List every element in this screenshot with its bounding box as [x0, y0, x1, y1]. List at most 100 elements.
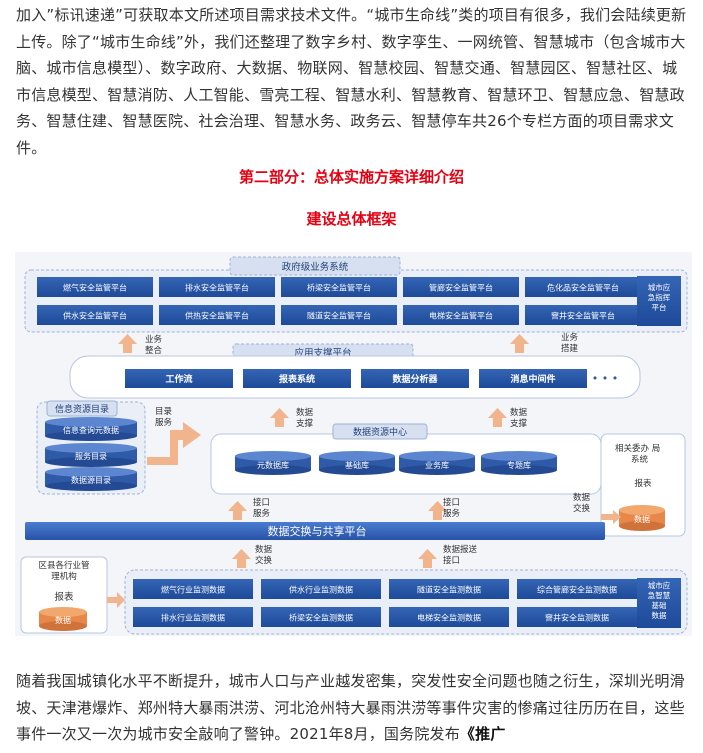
monitor-side-label: 城市应急智慧基础数据: [648, 580, 671, 620]
gov-system-title: 政府级业务系统: [282, 261, 349, 273]
related-report: 报表: [634, 478, 652, 489]
data-center-title: 数据资源中心: [353, 426, 407, 438]
gov-platform-box: [525, 305, 641, 325]
gov-platform-label: 燃气安全监管平台: [63, 283, 127, 293]
monitor-data-label: 隧道安全监测数据: [417, 585, 481, 595]
monitor-data-label: 窨井安全监测数据: [545, 613, 609, 623]
district-db-label: 数据: [55, 615, 71, 625]
gov-platform-box: [403, 305, 519, 325]
bottom-paragraph: 随着我国城镇化水平不断提升，城市人口与产业越发密集，突发性安全问题也随之衍生，深…: [16, 668, 692, 748]
gov-platform-label: 排水安全监管平台: [185, 283, 249, 293]
gov-platform-box: [525, 277, 641, 297]
catalog-item-label: 信息查询元数据: [63, 425, 119, 435]
arrow-up-icon: [270, 408, 289, 427]
app-item-label: 报表系统: [279, 373, 315, 385]
arrow-right-icon: [107, 592, 125, 608]
data-report-interface-label: 数据报送接口: [443, 544, 478, 566]
app-item-box: [125, 369, 233, 388]
business-build-label: 业务搭建: [561, 332, 579, 354]
monitor-data-label: 排水行业监测数据: [161, 613, 225, 623]
data-center-db-icon: [481, 451, 557, 475]
monitor-data-label: 燃气行业监测数据: [161, 585, 225, 595]
arrow-up-icon: [428, 501, 447, 520]
data-support-left-label: 数据支撑: [296, 407, 314, 429]
monitor-data-box: [389, 607, 509, 627]
data-center-item-label: 元数据库: [257, 460, 289, 470]
monitor-data-box: [517, 607, 637, 627]
framework-diagram: 政府级业务系统 燃气安全监管平台 排水安全监管平台 桥梁安全监管平台 管廊安全监管平台…: [15, 252, 692, 636]
gov-platform-label: 窨井安全监管平台: [551, 311, 615, 321]
gov-platform-box: [281, 277, 397, 297]
gov-platform-label: 桥梁安全监管平台: [307, 283, 371, 293]
arrow-up-icon: [232, 549, 251, 568]
data-exchange-right-label: 数据交换: [573, 492, 591, 514]
monitor-data-box: [261, 579, 381, 599]
monitor-data-label: 综合管廊安全监测数据: [537, 585, 617, 595]
arrow-up-icon: [510, 334, 529, 353]
gov-platform-label: 危化品安全监管平台: [547, 283, 619, 293]
monitor-data-box: [261, 607, 381, 627]
more-dots-icon: • • •: [592, 372, 618, 385]
data-center-db-icon: [235, 451, 311, 475]
bottom-paragraph-text: 随着我国城镇化水平不断提升，城市人口与产业越发密集，突发性安全问题也随之衍生，深…: [16, 672, 685, 743]
exchange-platform-title: 数据交换与共享平台: [268, 524, 367, 538]
monitor-data-label: 供水行业监测数据: [289, 585, 353, 595]
gov-platform-box: [159, 305, 275, 325]
data-center-db-icon: [399, 451, 475, 475]
gov-platform-box: [37, 277, 153, 297]
arrow-up-icon: [488, 408, 507, 427]
app-item-box: [479, 369, 587, 388]
monitor-data-box: [517, 579, 637, 599]
data-center-item-label: 专题库: [507, 460, 531, 470]
gov-platform-label: 管廊安全监管平台: [429, 283, 493, 293]
related-title: 相关委办 局系统: [615, 443, 660, 465]
gov-platform-label: 隧道安全监管平台: [307, 311, 371, 321]
monitor-data-label: 桥梁安全监测数据: [289, 613, 353, 623]
business-integration-label: 业务整合: [145, 334, 163, 356]
data-exchange-left-label: 数据交换: [255, 544, 273, 566]
catalog-db-icon: [45, 417, 137, 441]
data-center-item-label: 基础库: [345, 460, 369, 470]
data-support-right-label: 数据支撑: [510, 407, 528, 429]
monitor-data-box: [133, 579, 253, 599]
catalog-db-icon: [45, 467, 137, 491]
app-item-label: 消息中间件: [510, 373, 555, 385]
gov-platform-box: [403, 277, 519, 297]
app-item-box: [361, 369, 469, 388]
gov-platform-box: [281, 305, 397, 325]
related-db-icon: [619, 505, 665, 531]
arrow-up-icon: [418, 549, 437, 568]
info-catalog-title: 信息资源目录: [55, 403, 109, 415]
app-item-box: [243, 369, 351, 388]
district-report: 报表: [54, 591, 74, 603]
gov-platform-label: 电梯安全监管平台: [429, 311, 493, 321]
app-item-label: 工作流: [165, 373, 192, 385]
arrow-elbow-icon: [147, 422, 201, 465]
exchange-platform-bar: [25, 522, 605, 540]
interface-service-label: 接口服务: [253, 497, 271, 519]
gov-platform-label: 供水安全监管平台: [63, 311, 127, 321]
catalog-service-label: 目录服务: [155, 407, 173, 428]
monitor-data-box: [133, 607, 253, 627]
data-center-item-label: 业务库: [425, 460, 449, 470]
gov-platform-box: [159, 277, 275, 297]
gov-platform-label: 供热安全监管平台: [185, 311, 249, 321]
catalog-item-label: 数据源目录: [71, 475, 111, 485]
app-item-label: 数据分析器: [392, 373, 438, 385]
monitor-data-box: [389, 579, 509, 599]
gov-side-label: 城市应急指挥平台: [648, 282, 671, 312]
related-db-label: 数据: [634, 514, 650, 524]
data-center-db-icon: [319, 451, 395, 475]
arrow-up-icon: [118, 334, 137, 353]
district-db-icon: [39, 607, 87, 631]
catalog-db-icon: [45, 443, 137, 467]
monitor-data-label: 电梯安全监测数据: [417, 613, 481, 623]
interface-service2-label: 接口服务: [443, 497, 461, 519]
gov-platform-box: [37, 305, 153, 325]
intro-paragraph: 加入”标讯速递”可获取本文所述项目需求技术文件。“城市生命线”类的项目有很多，我…: [16, 6, 687, 157]
sub-heading: 建设总体框架: [306, 210, 397, 228]
district-title: 区县各行业管理机构: [38, 560, 89, 582]
catalog-item-label: 服务目录: [75, 451, 107, 461]
arrow-up-icon: [228, 501, 247, 520]
section-heading: 第二部分：总体实施方案详细介绍: [238, 168, 464, 186]
